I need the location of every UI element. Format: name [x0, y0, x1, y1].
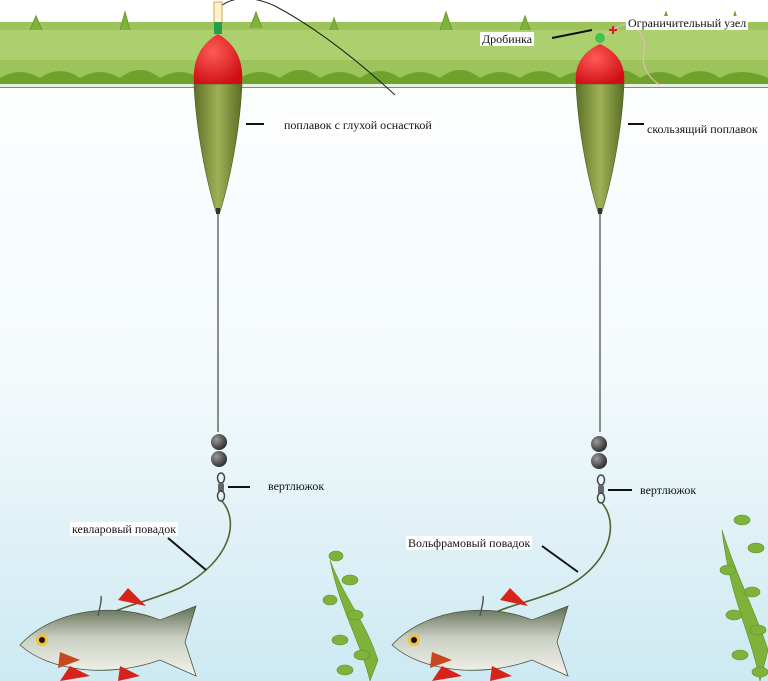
right-weight-1	[591, 436, 607, 452]
right-rig	[391, 23, 661, 681]
right-shot-label: Дробинка	[480, 32, 535, 46]
right-leader-pointer	[541, 545, 579, 573]
seaweed-right	[719, 514, 768, 681]
left-swivel-label: вертлюжок	[268, 479, 325, 493]
left-weight-1	[211, 434, 227, 450]
right-float-cap	[575, 44, 625, 84]
right-weight-2	[591, 453, 607, 469]
right-stopper-knot	[609, 26, 617, 34]
left-leader-pointer	[167, 537, 207, 571]
right-shot	[595, 33, 605, 43]
right-shot-pointer	[551, 29, 593, 39]
left-weight-2	[211, 451, 227, 467]
left-float-cap	[193, 34, 243, 84]
left-rig	[19, 0, 396, 681]
left-leader-label: кевларовый повадок	[70, 522, 179, 536]
left-float-antenna-tip	[214, 22, 222, 34]
left-float-antenna	[213, 1, 223, 25]
left-fish	[19, 588, 197, 681]
seaweed-left	[322, 550, 379, 681]
right-swivel-label: вертлюжок	[640, 483, 697, 497]
grass-strip	[0, 0, 768, 88]
left-main-line	[217, 0, 396, 96]
right-leader-label: Вольфрамовый повадок	[406, 536, 533, 550]
right-fish	[391, 588, 569, 681]
left-float-label: поплавок с глухой оснасткой	[282, 118, 434, 132]
right-float-label: скользящий поплавок	[645, 122, 760, 136]
right-stopper-knot-label: Ограничительный узел	[626, 16, 749, 30]
